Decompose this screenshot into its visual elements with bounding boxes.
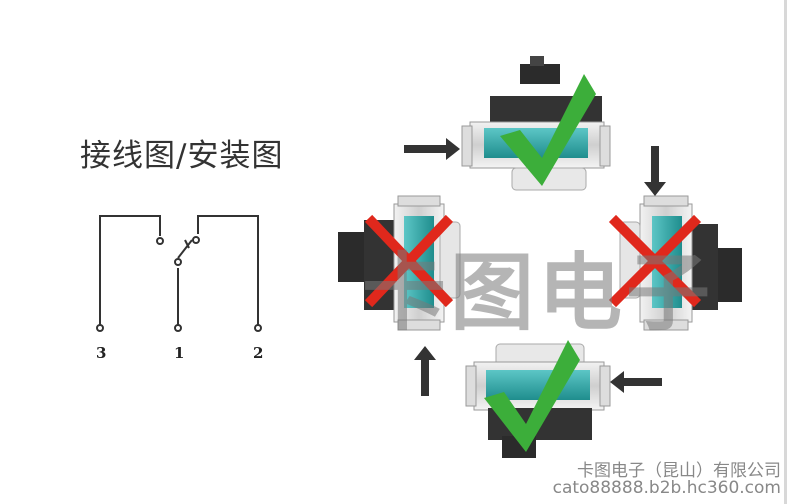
- footer-company: 卡图电子（昆山）有限公司: [577, 461, 781, 481]
- terminal-3-dot: [96, 324, 104, 332]
- switch-mark: [184, 239, 190, 249]
- wiring-diagram: [96, 215, 262, 332]
- terminal-label-3: 3: [96, 344, 107, 362]
- arrow-top-left: [404, 138, 460, 160]
- terminal-2-dot: [254, 324, 262, 332]
- contact-nc: [156, 237, 164, 245]
- check-icon-bottom: [484, 340, 580, 452]
- contact-no: [192, 236, 200, 244]
- arrow-left-up: [414, 346, 436, 396]
- cross-icon-right: [608, 214, 702, 308]
- contact-common: [174, 258, 182, 266]
- cross-icon-left: [364, 214, 454, 308]
- footer-site: cato88888.b2b.hc360.com: [552, 478, 781, 498]
- wire-terminal-3: [99, 215, 161, 328]
- terminal-label-1: 1: [174, 344, 185, 362]
- terminal-1-dot: [174, 324, 182, 332]
- wire-terminal-2: [197, 215, 259, 328]
- device-left: [338, 195, 461, 331]
- arrow-bottom-right: [610, 371, 662, 393]
- terminal-label-2: 2: [253, 344, 264, 362]
- device-right: [619, 195, 742, 331]
- flow-arrows: [404, 138, 666, 396]
- page-title: 接线图/安装图: [80, 138, 284, 174]
- arrow-right-down: [644, 146, 666, 196]
- switch-lever: [177, 239, 193, 259]
- page-edge-line: [784, 0, 787, 504]
- check-icon-top: [500, 74, 596, 186]
